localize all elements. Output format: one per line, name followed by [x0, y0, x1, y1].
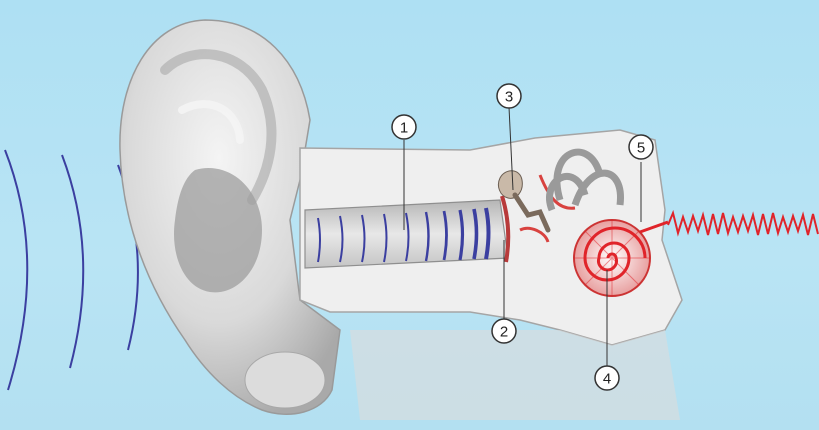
callout-4: 4 [595, 366, 619, 390]
svg-text:2: 2 [500, 324, 508, 341]
cochlea [574, 220, 650, 296]
sound-wave-2 [62, 155, 83, 368]
callout-3: 3 [497, 84, 521, 108]
nerve-signal-zigzag [668, 213, 818, 235]
svg-text:3: 3 [505, 89, 513, 106]
callout-2: 2 [492, 319, 516, 343]
callout-1: 1 [392, 115, 416, 139]
callout-5: 5 [629, 135, 653, 159]
svg-text:5: 5 [637, 140, 645, 157]
sound-wave-1 [5, 150, 27, 390]
svg-text:1: 1 [400, 120, 408, 137]
ear-canal [305, 200, 508, 268]
nerve-signal [640, 213, 818, 235]
svg-text:4: 4 [603, 371, 611, 388]
earlobe [245, 352, 325, 408]
